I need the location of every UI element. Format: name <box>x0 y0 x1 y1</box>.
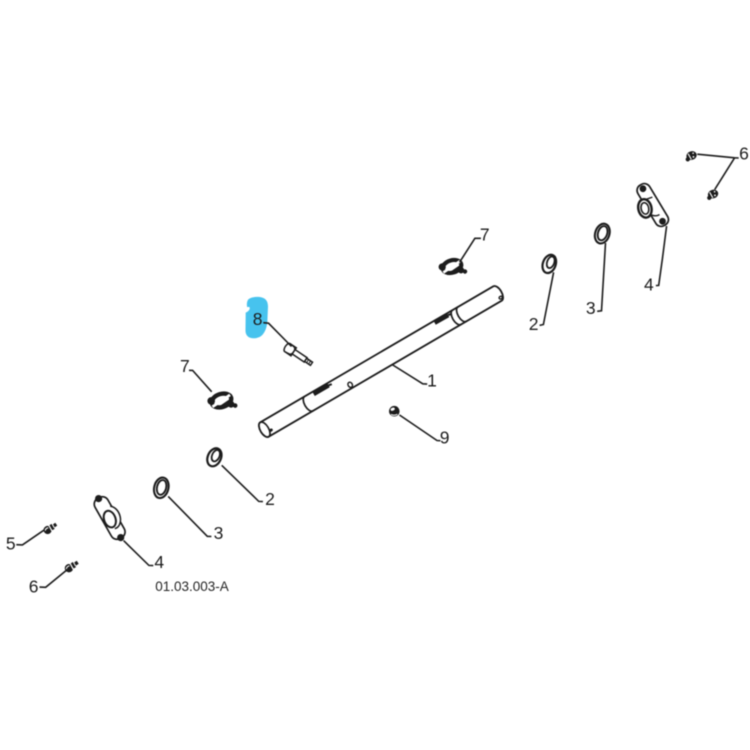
leader-part-8 <box>263 321 293 348</box>
leader-part-3-upper <box>597 242 607 313</box>
part-2-ring-upper[interactable] <box>540 253 558 275</box>
part-6-nut-b[interactable] <box>705 188 719 200</box>
callout-5[interactable]: 5 <box>6 534 16 554</box>
callout-1[interactable]: 1 <box>427 370 437 390</box>
part-6-nut-a[interactable] <box>684 150 698 162</box>
part-2-ring-lower[interactable] <box>205 446 225 469</box>
highlight-blob-part-8 <box>245 296 268 339</box>
part-1-shaft[interactable] <box>257 285 504 439</box>
callout-6-upper[interactable]: 6 <box>739 143 749 163</box>
callout-6-lower[interactable]: 6 <box>29 577 39 597</box>
part-8-bolt[interactable] <box>283 342 314 368</box>
leader-part-9 <box>399 414 441 442</box>
leader-part-3-lower <box>167 495 212 538</box>
leader-part-4-upper <box>655 225 668 287</box>
callout-9[interactable]: 9 <box>440 428 450 448</box>
callout-labels: 1 2 3 4 6 7 7 8 9 2 3 4 5 6 <box>6 143 749 596</box>
part-4-flange-lower[interactable] <box>92 494 128 542</box>
leader-part-7-upper <box>458 237 481 263</box>
leader-part-5 <box>16 529 46 546</box>
part-7-clamp-left[interactable] <box>206 390 238 415</box>
leader-part-2-lower <box>221 464 263 503</box>
leader-part-4-lower <box>123 540 154 567</box>
part-9-nut[interactable] <box>389 405 400 417</box>
part-3-ring-lower[interactable] <box>152 476 171 500</box>
leader-part-2-upper <box>539 272 555 327</box>
leader-part-7-left <box>188 369 213 393</box>
part-7-clamp-upper[interactable] <box>438 257 468 281</box>
callout-3-lower[interactable]: 3 <box>214 523 224 543</box>
part-3-ring-upper[interactable] <box>592 222 612 246</box>
callout-2-upper[interactable]: 2 <box>529 314 539 334</box>
leader-part-6-upper-b <box>714 157 736 191</box>
callout-4-lower[interactable]: 4 <box>154 552 164 572</box>
callout-2-lower[interactable]: 2 <box>265 489 275 509</box>
callout-4-upper[interactable]: 4 <box>644 275 654 295</box>
part-5-screw[interactable] <box>42 521 59 536</box>
callout-8[interactable]: 8 <box>253 309 263 329</box>
leader-part-6-lower <box>39 569 68 589</box>
callout-3-upper[interactable]: 3 <box>586 298 596 318</box>
leader-lines <box>16 153 739 589</box>
leader-part-1 <box>391 363 428 385</box>
drawing-caption: 01.03.003-A <box>155 579 229 594</box>
callout-7-upper[interactable]: 7 <box>480 225 490 245</box>
part-4-flange-upper[interactable] <box>635 181 671 228</box>
callout-7-left[interactable]: 7 <box>180 356 190 376</box>
